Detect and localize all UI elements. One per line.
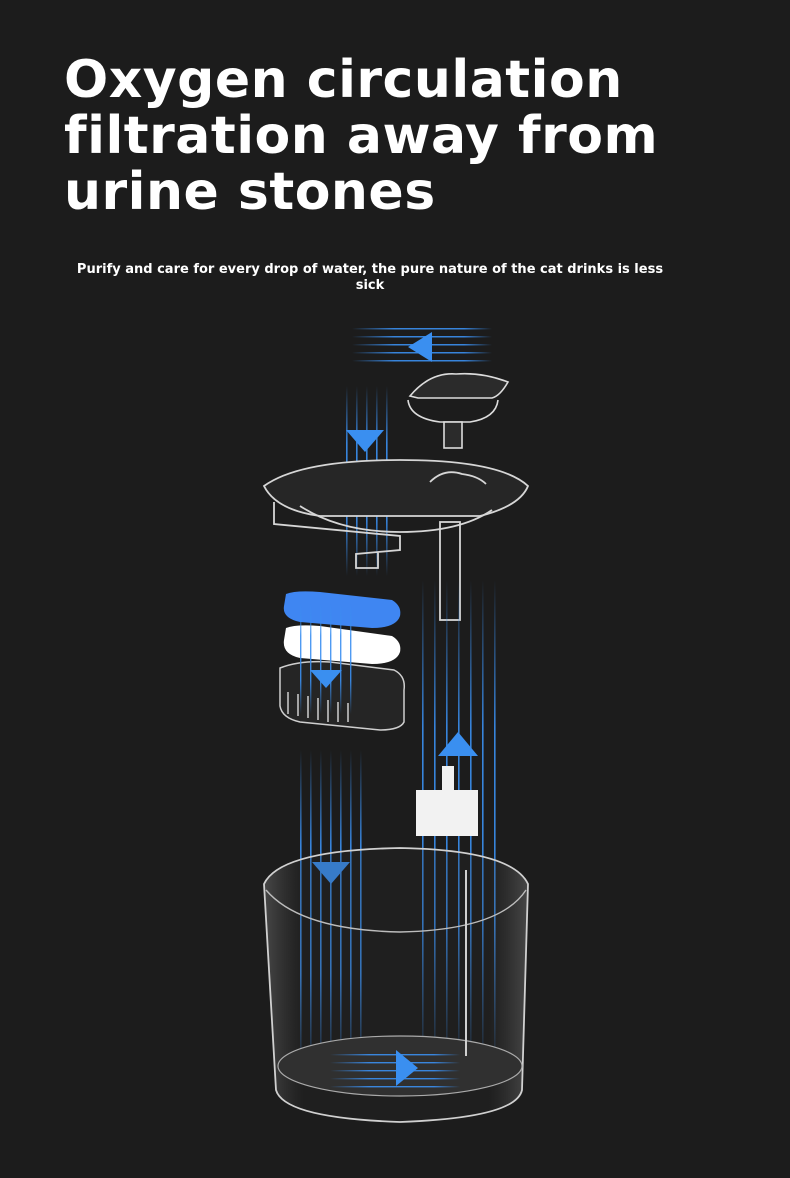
subtitle: Purify and care for every drop of water,… xyxy=(76,262,664,293)
headline-line-3: urine stones xyxy=(64,162,436,222)
headline-line-2: filtration away from xyxy=(64,106,659,166)
headline: Oxygen circulation filtration away from … xyxy=(64,52,764,220)
fountain-cap xyxy=(407,372,510,449)
water-tray xyxy=(262,459,530,621)
top-flow-lines xyxy=(352,328,492,362)
filter-stack xyxy=(279,591,406,731)
flow-arrow-up-icon xyxy=(438,732,478,756)
filter-box xyxy=(279,660,406,731)
flow-arrow-left-icon xyxy=(408,332,432,362)
water-pump xyxy=(416,766,478,836)
flow-arrow-down-icon xyxy=(310,670,342,688)
blue-filter-sponge xyxy=(283,591,401,628)
flow-arrow-right-icon xyxy=(396,1050,418,1086)
exploded-fountain-diagram xyxy=(262,328,530,1123)
flow-arrow-down-icon xyxy=(346,430,384,452)
white-filter-cotton xyxy=(283,625,401,664)
headline-line-1: Oxygen circulation xyxy=(64,50,623,110)
bottom-flow-lines xyxy=(330,1050,460,1088)
water-tank xyxy=(263,847,529,1123)
filter-flow-lines xyxy=(300,602,352,714)
